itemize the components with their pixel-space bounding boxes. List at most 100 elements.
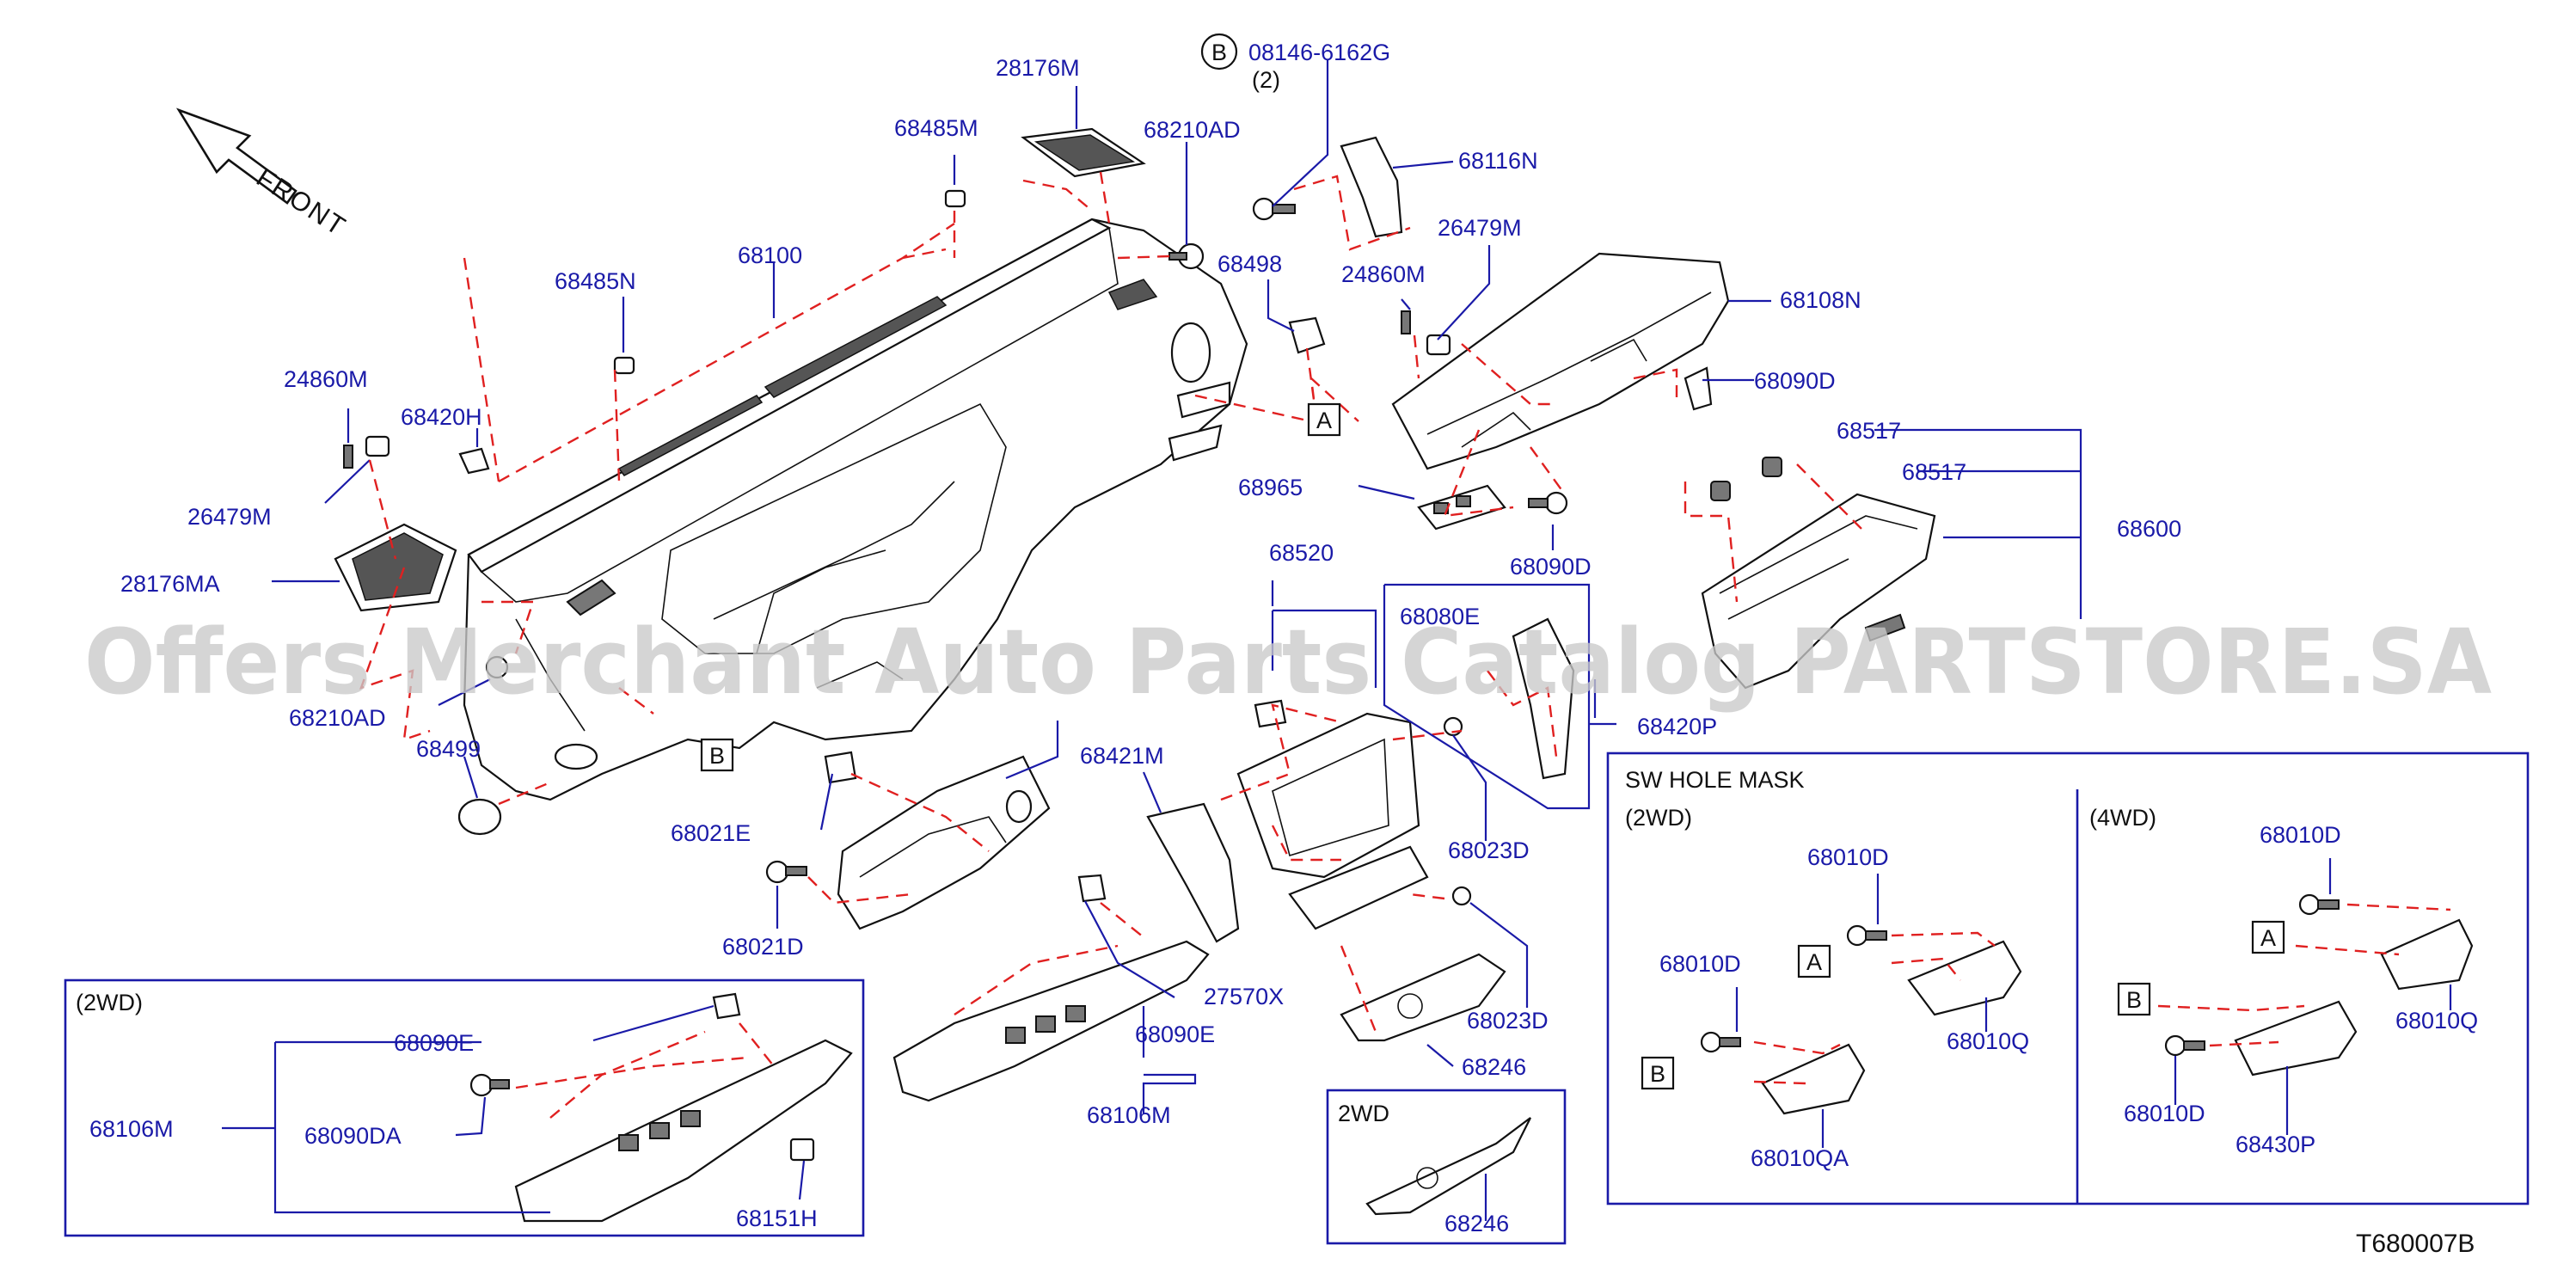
- label-68517-b: 68517: [1902, 459, 1966, 485]
- part-68021E: [824, 751, 857, 784]
- svg-text:2WD: 2WD: [1338, 1101, 1389, 1126]
- label-24860M-right: 24860M: [1341, 261, 1426, 287]
- ref-marker-b-4wd: B: [2117, 982, 2151, 1016]
- front-arrow-icon: [175, 107, 297, 205]
- part-68240-meter-finisher: [837, 755, 1051, 930]
- box-lower-left-2wd: (2WD): [64, 978, 865, 1237]
- bracket-68420P: [1383, 583, 1591, 810]
- bolt-08146-6162G: [1252, 197, 1296, 221]
- switch-68010QA: [1761, 1043, 1866, 1115]
- svg-text:B: B: [709, 743, 725, 769]
- svg-text:A: A: [1316, 408, 1332, 433]
- label-68116N: 68116N: [1458, 148, 1538, 174]
- part-68498: [1288, 316, 1326, 354]
- label-28176M: 28176M: [996, 55, 1080, 81]
- label-68210AD-left: 68210AD: [289, 705, 386, 731]
- label-68090E-mid: 68090E: [1135, 1021, 1215, 1047]
- label-68420P: 68420P: [1637, 714, 1717, 739]
- instrument-panel-68100: [463, 218, 1248, 801]
- label-68090D-mid: 68090D: [1510, 554, 1592, 580]
- label-68485N: 68485N: [555, 268, 636, 294]
- svg-text:(2WD): (2WD): [1625, 805, 1692, 831]
- label-68023D-b: 68023D: [1467, 1008, 1549, 1034]
- label-68023D-a: 68023D: [1448, 837, 1530, 863]
- leader-lines: [272, 60, 2082, 1221]
- label-68010Q-2wd: 68010Q: [1947, 1028, 2029, 1054]
- box-sw-hole-mask: SW HOLE MASK (2WD) (4WD): [1606, 751, 2530, 1205]
- part-68151H: [789, 1138, 815, 1162]
- svg-text:B: B: [1211, 40, 1227, 65]
- part-number-labels: 08146-6162G (2) 28176M 68485M 68210AD 68…: [89, 40, 2478, 1236]
- part-68600-glove-box: [1701, 493, 1936, 690]
- label-68090DA: 68090DA: [304, 1123, 402, 1149]
- ref-marker-a-main: A: [1307, 402, 1341, 437]
- label-68520: 68520: [1269, 540, 1334, 566]
- part-68499: [457, 798, 502, 836]
- label-68517-a: 68517: [1837, 418, 1901, 444]
- label-68010D-2wd-a: 68010D: [1807, 844, 1889, 870]
- label-68010D-2wd-b: 68010D: [1659, 951, 1741, 977]
- part-68090DA: [469, 1073, 510, 1097]
- ref-marker-b-main: B: [700, 738, 734, 772]
- part-24860M-right: [1401, 310, 1411, 334]
- part-68090E-box: [712, 992, 741, 1020]
- assembly-dash-lines: [359, 171, 1867, 1033]
- switch-68010Q-2wd: [1907, 940, 2022, 1016]
- label-68600: 68600: [2117, 516, 2181, 542]
- front-label: FRONT: [251, 163, 352, 242]
- label-26479M-right: 26479M: [1438, 215, 1522, 241]
- part-28176MA: [334, 523, 457, 612]
- part-68106M-box: [514, 1039, 853, 1223]
- bracket-68520: [1273, 609, 1377, 688]
- label-68106M-box: 68106M: [89, 1116, 174, 1142]
- part-26479M-left: [365, 435, 390, 457]
- svg-text:SW HOLE MASK: SW HOLE MASK: [1625, 767, 1805, 793]
- part-68023D-b: [1451, 886, 1472, 906]
- label-28176MA: 28176MA: [120, 571, 220, 597]
- part-68106M-center: [892, 940, 1210, 1102]
- part-68520-cluster-lid: [1236, 712, 1420, 879]
- label-bolt-qty: (2): [1252, 67, 1280, 93]
- label-68421M: 68421M: [1080, 743, 1164, 769]
- label-68498: 68498: [1217, 251, 1282, 277]
- label-68499: 68499: [416, 736, 481, 762]
- label-68210AD-top: 68210AD: [1144, 117, 1241, 143]
- label-27570X: 27570X: [1204, 984, 1284, 1009]
- part-68080E: [1512, 617, 1575, 780]
- part-68090D-mid: [1528, 491, 1568, 515]
- bolt-ref-b-symbol: B: [1200, 33, 1238, 71]
- label-68080E: 68080E: [1400, 604, 1480, 629]
- label-68485M: 68485M: [894, 115, 978, 141]
- ref-marker-a-4wd: A: [2251, 920, 2285, 954]
- part-68246-a: [1340, 953, 1506, 1042]
- label-68430P: 68430P: [2236, 1132, 2315, 1157]
- label-68246-a: 68246: [1462, 1054, 1526, 1080]
- part-68421M: [1146, 802, 1240, 943]
- label-68965: 68965: [1238, 475, 1303, 500]
- label-68246-b: 68246: [1444, 1211, 1509, 1236]
- label-68010D-4wd-b: 68010D: [2124, 1101, 2205, 1126]
- label-68010Q-4wd: 68010Q: [2395, 1008, 2478, 1034]
- label-08146-6162G: 08146-6162G: [1248, 40, 1390, 65]
- part-68420H: [458, 447, 490, 475]
- part-68485N: [613, 356, 635, 375]
- svg-text:B: B: [2126, 987, 2142, 1013]
- ref-marker-a-2wd: A: [1797, 944, 1831, 978]
- part-68517-b: [1762, 457, 1782, 477]
- part-68485M: [944, 189, 966, 208]
- watermark-text: Offers Merchant Auto Parts Catalog PARTS…: [84, 610, 2492, 715]
- label-68021D: 68021D: [722, 934, 804, 960]
- label-68021E: 68021E: [671, 820, 751, 846]
- part-68090D-right: [1684, 366, 1713, 411]
- part-68108N: [1391, 252, 1730, 470]
- switch-68430P: [2234, 1000, 2358, 1077]
- label-68108N: 68108N: [1780, 287, 1861, 313]
- part-68965: [1417, 484, 1506, 531]
- part-24860M-left: [343, 445, 353, 469]
- svg-text:A: A: [2260, 925, 2276, 951]
- label-24860M-left: 24860M: [284, 366, 368, 392]
- part-68090E-center: [1077, 874, 1107, 903]
- box-small-2wd: 2WD: [1326, 1089, 1567, 1245]
- part-68260-audio-bezel: [1288, 845, 1429, 930]
